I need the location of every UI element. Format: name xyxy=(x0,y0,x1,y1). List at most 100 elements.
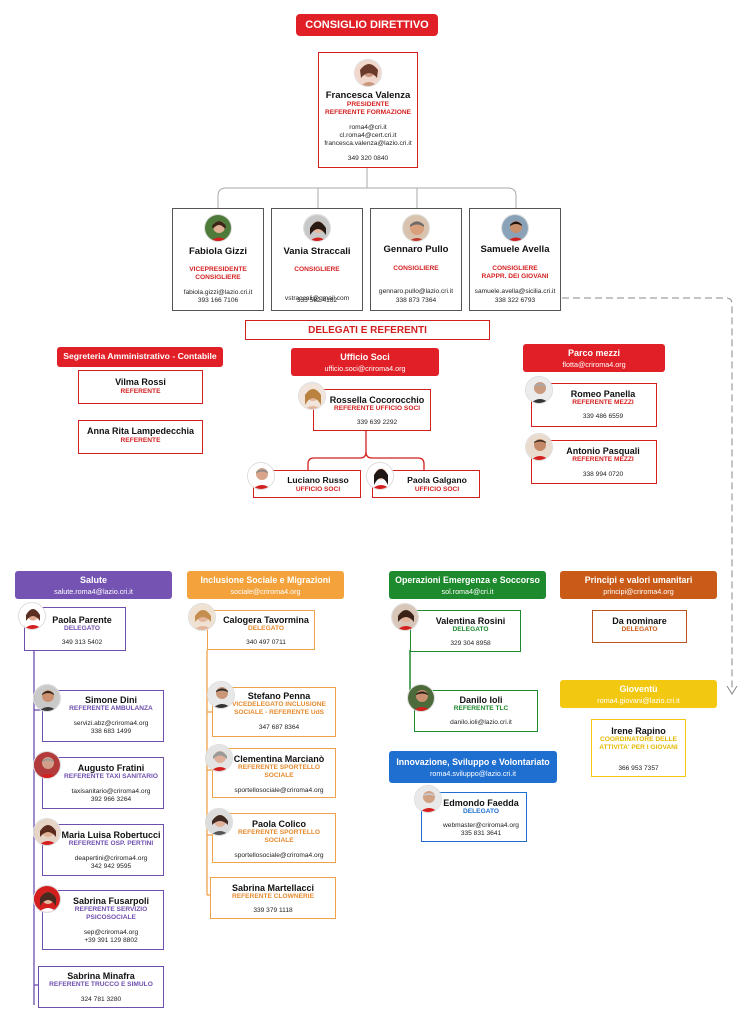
president-name: Francesca Valenza xyxy=(325,90,411,101)
person-name: Danilo Ioli xyxy=(459,695,503,705)
council-card: Gennaro Pullo CONSIGLIERE gennaro.pullo@… xyxy=(370,208,462,311)
person-phone: 339 486 6559 xyxy=(582,413,624,420)
person-name: Calogera Tavormina xyxy=(223,615,309,625)
person-name: Romeo Panella xyxy=(570,389,636,399)
salute-email: salute.roma4@lazio.cri.it xyxy=(54,587,133,596)
person-phone: 338 994 0720 xyxy=(582,471,624,478)
person-phone: 349 313 5402 xyxy=(61,639,103,646)
person-phone: 347 687 8364 xyxy=(258,724,300,731)
person-email: webmaster@criroma4.org xyxy=(443,822,519,829)
president-role: PRESIDENTE xyxy=(346,101,390,108)
salute-person: Simone Dini REFERENTE AMBULANZA servizi.… xyxy=(42,690,164,742)
person-name: Rossella Cocorocchio xyxy=(329,395,425,405)
president-email-1: roma4@cri.it xyxy=(349,124,387,131)
person-role-2: PSICOSOCIALE xyxy=(86,914,136,921)
principi-title: Principi e valori umanitari xyxy=(584,575,693,585)
parco-mezzi-header: Parco mezzi flotta@criroma4.org xyxy=(523,344,665,372)
person-name: Sabrina Fusarpoli xyxy=(72,896,150,906)
person-email: sportellosociale@criroma4.org xyxy=(234,787,324,794)
ufficio-soci-lead: Rossella Cocorocchio REFERENTE UFFICIO S… xyxy=(313,389,431,431)
salute-person: Maria Luisa Robertucci REFERENTE OSP. PE… xyxy=(42,824,164,876)
council-photo xyxy=(303,214,331,242)
principi-email: principi@criroma4.org xyxy=(603,587,674,596)
person-role: DELEGATO xyxy=(63,625,101,632)
council-role: CONSIGLIERE xyxy=(294,266,340,273)
person-role: DELEGATO xyxy=(452,626,489,633)
person-name: Maria Luisa Robertucci xyxy=(61,830,161,840)
council-name: Fabiola Gizzi xyxy=(188,246,248,257)
council-name: Gennaro Pullo xyxy=(383,244,449,255)
segreteria-title: Segreteria Amministrativo - Contabile xyxy=(63,351,217,361)
person-photo xyxy=(407,684,435,712)
principi-header: Principi e valori umanitari principi@cri… xyxy=(560,571,717,599)
council-name: Vania Straccali xyxy=(283,246,351,257)
person-name: Irene Rapino xyxy=(611,726,666,736)
person-photo xyxy=(33,885,61,913)
person-role: DELEGATO xyxy=(462,808,500,815)
gioventu-lead: Irene Rapino COORDINATORE DELLE ATTIVITA… xyxy=(591,719,686,777)
council-role-2: RAPPR. DEI GIOVANI xyxy=(481,273,549,280)
council-email: samuele.avella@sicilia.cri.it xyxy=(474,288,556,295)
council-name: Samuele Avella xyxy=(480,244,550,255)
person-role: REFERENTE CLOWNERIE xyxy=(231,893,315,900)
council-role-2: CONSIGLIERE xyxy=(195,274,241,281)
person-name: Stefano Penna xyxy=(247,691,311,701)
person-role: REFERENTE xyxy=(120,388,161,395)
gioventu-email: roma4.giovani@lazio.cri.it xyxy=(597,696,680,705)
person-photo xyxy=(391,603,419,631)
person-name: Simone Dini xyxy=(84,695,137,705)
person-role-2: SOCIALE xyxy=(264,772,294,779)
person-role: REFERENTE OSP. PERTINI xyxy=(68,840,154,847)
council-phone: 335 582 4182 xyxy=(296,297,338,304)
principi-lead: Da nominare DELEGATO xyxy=(592,610,687,643)
person-name: Paola Parente xyxy=(52,615,112,625)
council-card: Vania Straccali CONSIGLIERE vstraccali@g… xyxy=(271,208,363,311)
page-title-text: CONSIGLIO DIRETTIVO xyxy=(305,19,429,31)
council-email: gennaro.pullo@lazio.cri.it xyxy=(378,288,454,295)
person-name: Anna Rita Lampedecchia xyxy=(86,426,195,436)
salute-person: Augusto Fratini REFERENTE TAXI SANITARIO… xyxy=(42,757,164,809)
person-phone: 339 639 2292 xyxy=(356,419,398,426)
person-name: Sabrina Minafra xyxy=(67,971,135,981)
person-photo xyxy=(205,808,233,836)
president-card: Francesca Valenza PRESIDENTE REFERENTE F… xyxy=(318,52,418,168)
ufficio-soci-email: ufficio.soci@criroma4.org xyxy=(324,364,406,373)
innovazione-email: roma4.sviluppo@lazio.cri.it xyxy=(430,769,516,778)
person-role: DELEGATO xyxy=(621,626,658,633)
person-phone: 342 942 9595 xyxy=(90,863,132,870)
president-role-2: REFERENTE FORMAZIONE xyxy=(324,109,412,116)
person-phone: 392 966 3264 xyxy=(90,796,132,803)
person-role: REFERENTE MEZZI xyxy=(572,456,634,463)
inclusione-lead: Calogera Tavormina DELEGATO 340 497 0711 xyxy=(207,610,315,650)
person-photo xyxy=(205,744,233,772)
person-name: Vilma Rossi xyxy=(115,377,166,387)
person-phone: 324 781 3280 xyxy=(80,996,122,1003)
person-role-2: ATTIVITA' PER I GIOVANI xyxy=(599,744,678,751)
salute-person: Sabrina Minafra REFERENTE TRUCCO E SIMUL… xyxy=(38,966,164,1008)
council-phone: 338 873 7364 xyxy=(395,297,437,304)
inclusione-title: Inclusione Sociale e Migrazioni xyxy=(200,575,331,585)
segreteria-header: Segreteria Amministrativo - Contabile xyxy=(57,347,223,367)
person-phone: 366 953 7357 xyxy=(618,765,659,772)
person-photo xyxy=(33,818,61,846)
person-name: Paola Galgano xyxy=(407,475,467,485)
council-photo xyxy=(402,214,430,242)
person-role: REFERENTE xyxy=(120,437,161,444)
parco-mezzi-email: flotta@criroma4.org xyxy=(562,360,626,369)
emergenza-email: sol.roma4@cri.it xyxy=(441,587,494,596)
person-name: Sabrina Martellacci xyxy=(231,883,315,893)
person-name: Augusto Fratini xyxy=(77,763,145,773)
council-photo xyxy=(501,214,529,242)
person-role: REFERENTE SERVIZIO xyxy=(74,906,148,913)
person-role: REFERENTE UFFICIO SOCI xyxy=(333,405,421,412)
person-photo xyxy=(366,462,394,490)
person-role: REFERENTE SPORTELLO xyxy=(237,829,321,836)
salute-title: Salute xyxy=(79,575,107,585)
person-email: deapertini@criroma4.org xyxy=(74,855,148,862)
person-photo xyxy=(18,602,46,630)
person-photo xyxy=(414,785,442,813)
person-email: sportellosociale@criroma4.org xyxy=(234,852,324,859)
person-phone: +39 391 129 8802 xyxy=(84,937,138,944)
person-role: VICEDELEGATO INCLUSIONE xyxy=(232,701,326,708)
person-role: COORDINATORE DELLE xyxy=(599,736,678,743)
